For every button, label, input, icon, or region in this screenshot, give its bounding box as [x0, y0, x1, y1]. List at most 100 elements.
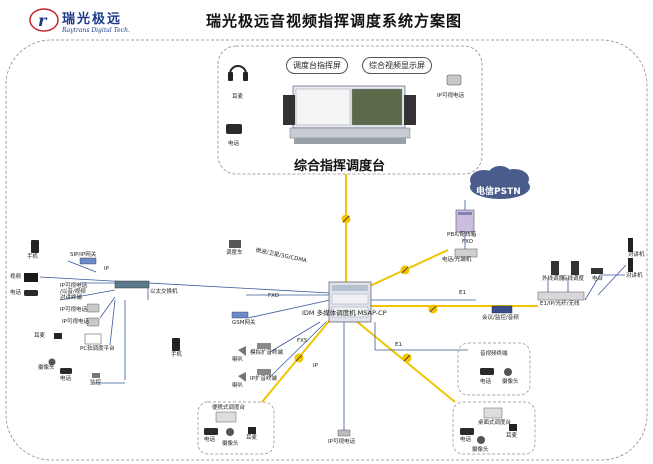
desk-headset-icon: [509, 424, 517, 431]
gsm-label: GSM网关: [232, 320, 256, 326]
console-headset-label: 耳麦: [232, 94, 244, 100]
mobile-icon: [31, 240, 39, 253]
mobile-radio-icon: [591, 268, 603, 274]
left-phone2-icon: [60, 368, 72, 374]
conference-box: [491, 305, 513, 314]
ethernet-switch: [114, 280, 150, 289]
desk-phone-icon: [460, 428, 474, 435]
gsm-gateway: [231, 311, 249, 319]
pstn-cloud-label: 电信PSTN: [476, 187, 521, 197]
network-links: [39, 200, 627, 432]
portable-headset-label: 耳麦: [246, 435, 258, 441]
intercom-label: 对讲机: [628, 252, 645, 258]
analog-audio-label: 模拟扩音终端: [250, 350, 284, 356]
left-ip-label: IP: [104, 266, 109, 272]
console-title: 综合指挥调度台: [294, 159, 386, 174]
right-e1-label: E1: [459, 290, 466, 296]
portable-box: [197, 401, 275, 455]
desk-box: [452, 401, 536, 455]
ip-audio-label: IP扩音终端: [250, 376, 277, 382]
portable-camera-icon: [226, 428, 234, 436]
monitor-icon: [92, 373, 100, 378]
page-title: 瑞光极远音视频指挥调度系统方案图: [206, 12, 463, 30]
center-mobile-label: 手机: [171, 352, 183, 358]
pstn-cloud: [470, 166, 530, 199]
logo-name-cn: 瑞光极远: [62, 12, 123, 27]
mobile-radio-label: 电台: [592, 276, 604, 282]
left-phone2-label: 电话: [60, 376, 72, 382]
fiber-label: 电话/光端机: [442, 257, 472, 263]
left-ip-video-phone-label: IP可视电话 /以音/视频 对讲终端: [60, 283, 87, 302]
bottom-ip-video-label: IP可视电话: [328, 439, 355, 445]
intercom2-label: 对讲机: [626, 273, 643, 279]
desk-camera-label: 摄像头: [472, 447, 489, 453]
left-camera-icon: [48, 358, 56, 366]
left-headset-icon: [54, 333, 62, 339]
pstn-fxo-label: FXO: [462, 239, 473, 245]
ip-terminal-camera-icon: [504, 368, 512, 376]
ip-video-phone-icon: [446, 74, 462, 86]
video-conf-label: 会议/监控/音频: [482, 315, 519, 321]
intercom-icon: [628, 238, 633, 252]
left-camera-label: 摄像头: [38, 365, 55, 371]
dispatch-b-icon: [571, 261, 579, 275]
desk-headset-label: 耳麦: [506, 433, 518, 439]
portable-camera-label: 摄像头: [222, 441, 239, 447]
trunk-device: [537, 291, 585, 301]
core-label: IDM 多媒体调度机 MSAP-CP: [302, 309, 387, 317]
bottom-ip-video-icon: [337, 429, 351, 437]
analog-audio-icon: [257, 343, 271, 349]
intercom2-icon: [628, 258, 633, 272]
portable-phone-label: 电话: [204, 437, 216, 443]
left-monitor-label: 监控: [90, 380, 102, 386]
radio-icon: [229, 240, 241, 248]
screen-right-label: 综合视频显示屏: [362, 57, 432, 74]
trunk-markers: [294, 214, 438, 363]
speaker2-icon: [238, 372, 246, 382]
logo-name-en: Raytrans Digital Tech.: [62, 27, 130, 34]
ip-terminal-box: [457, 342, 531, 396]
desk-title: 桌面式调度台: [478, 420, 512, 426]
console-boundary: [217, 45, 483, 175]
left-mobile-label: 手机: [27, 254, 39, 260]
pc-icon: [84, 333, 102, 345]
desk-phone-label: 电话: [460, 437, 472, 443]
radio-label: 调度车: [226, 250, 243, 256]
left-headset-label: 耳麦: [34, 333, 46, 339]
core-switch: [328, 281, 372, 323]
console-ip-video-phone-label: IP可视电话: [437, 93, 464, 99]
left-ip-phone-label: IP可视电话: [62, 319, 89, 325]
speaker1-icon: [238, 346, 246, 356]
ip-video-phone2-icon: [86, 303, 100, 313]
ip-terminal-label: 音视频终端: [480, 351, 508, 357]
desk-camera-icon: [477, 436, 485, 444]
left-ip-video-phone2-label: IP可视电话: [60, 307, 87, 313]
fiber-terminal: [454, 248, 478, 258]
system-boundary: [5, 39, 648, 461]
ip-terminal-phone-label: 电话: [480, 379, 492, 385]
console-phone-label: 电话: [228, 141, 240, 147]
phone-icon: [226, 124, 242, 134]
screen-left-label: 调度台指挥屏: [286, 57, 348, 74]
left-video-label: 视频: [10, 274, 22, 280]
right-e1b-label: E1: [395, 342, 402, 348]
sip-gateway: [79, 257, 97, 265]
ip-terminal-camera-label: 摄像头: [502, 379, 519, 385]
portable-headset-icon: [248, 427, 256, 434]
ip-terminal-phone-icon: [480, 368, 494, 375]
left-pc-label: PC软调度平台: [80, 346, 115, 352]
speaker2-label: 喇叭: [232, 383, 244, 389]
speaker1-label: 喇叭: [232, 357, 244, 363]
yellow-links: [261, 174, 538, 403]
svg-text:r: r: [38, 11, 48, 30]
center-ip-label: IP: [313, 363, 318, 369]
ethernet-switch-label: 以太交换机: [150, 289, 178, 295]
left-phone-label: 电话: [10, 290, 22, 296]
fxs-label: FXS: [297, 338, 308, 344]
dispatch-a-icon: [551, 261, 559, 275]
dispatch-a-label: 外线调度: [542, 276, 565, 282]
center-fxo-label: FXO: [268, 293, 279, 299]
center-mobile-icon: [172, 338, 180, 351]
portable-phone-icon: [204, 428, 218, 435]
